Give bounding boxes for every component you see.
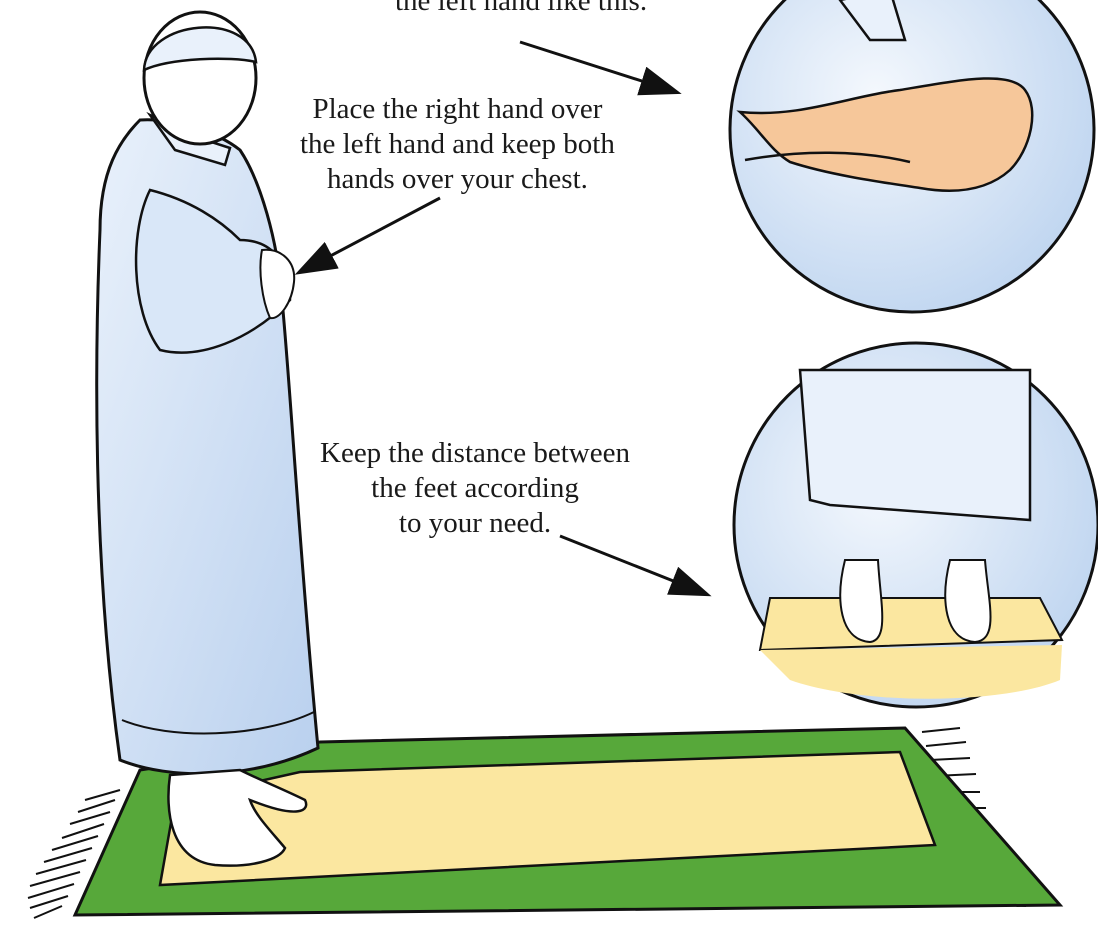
- arrow-to-hand-detail: [520, 42, 676, 92]
- caption-line: hands over your chest.: [300, 162, 615, 197]
- caption-line: the left hand and keep both: [300, 127, 615, 162]
- feet-detail-rug: [760, 598, 1062, 650]
- caption-hand-detail: the left hand like this.: [395, 0, 647, 19]
- caption-line: to your need.: [300, 506, 650, 541]
- caption-feet-distance: Keep the distance between the feet accor…: [300, 436, 650, 541]
- caption-line: Place the right hand over: [300, 92, 615, 127]
- feet-detail-robe: [800, 370, 1030, 520]
- arrow-to-feet-detail: [560, 536, 706, 594]
- arrow-to-hands: [300, 198, 440, 272]
- feet-detail-circle: [734, 343, 1098, 707]
- caption-hands-over-chest: Place the right hand over the left hand …: [300, 92, 615, 197]
- hand-detail-circle: [730, 0, 1094, 312]
- caption-line: Keep the distance between: [300, 436, 650, 471]
- hands: [260, 250, 294, 318]
- standing-figure: [97, 12, 318, 866]
- caption-line: the feet according: [300, 471, 650, 506]
